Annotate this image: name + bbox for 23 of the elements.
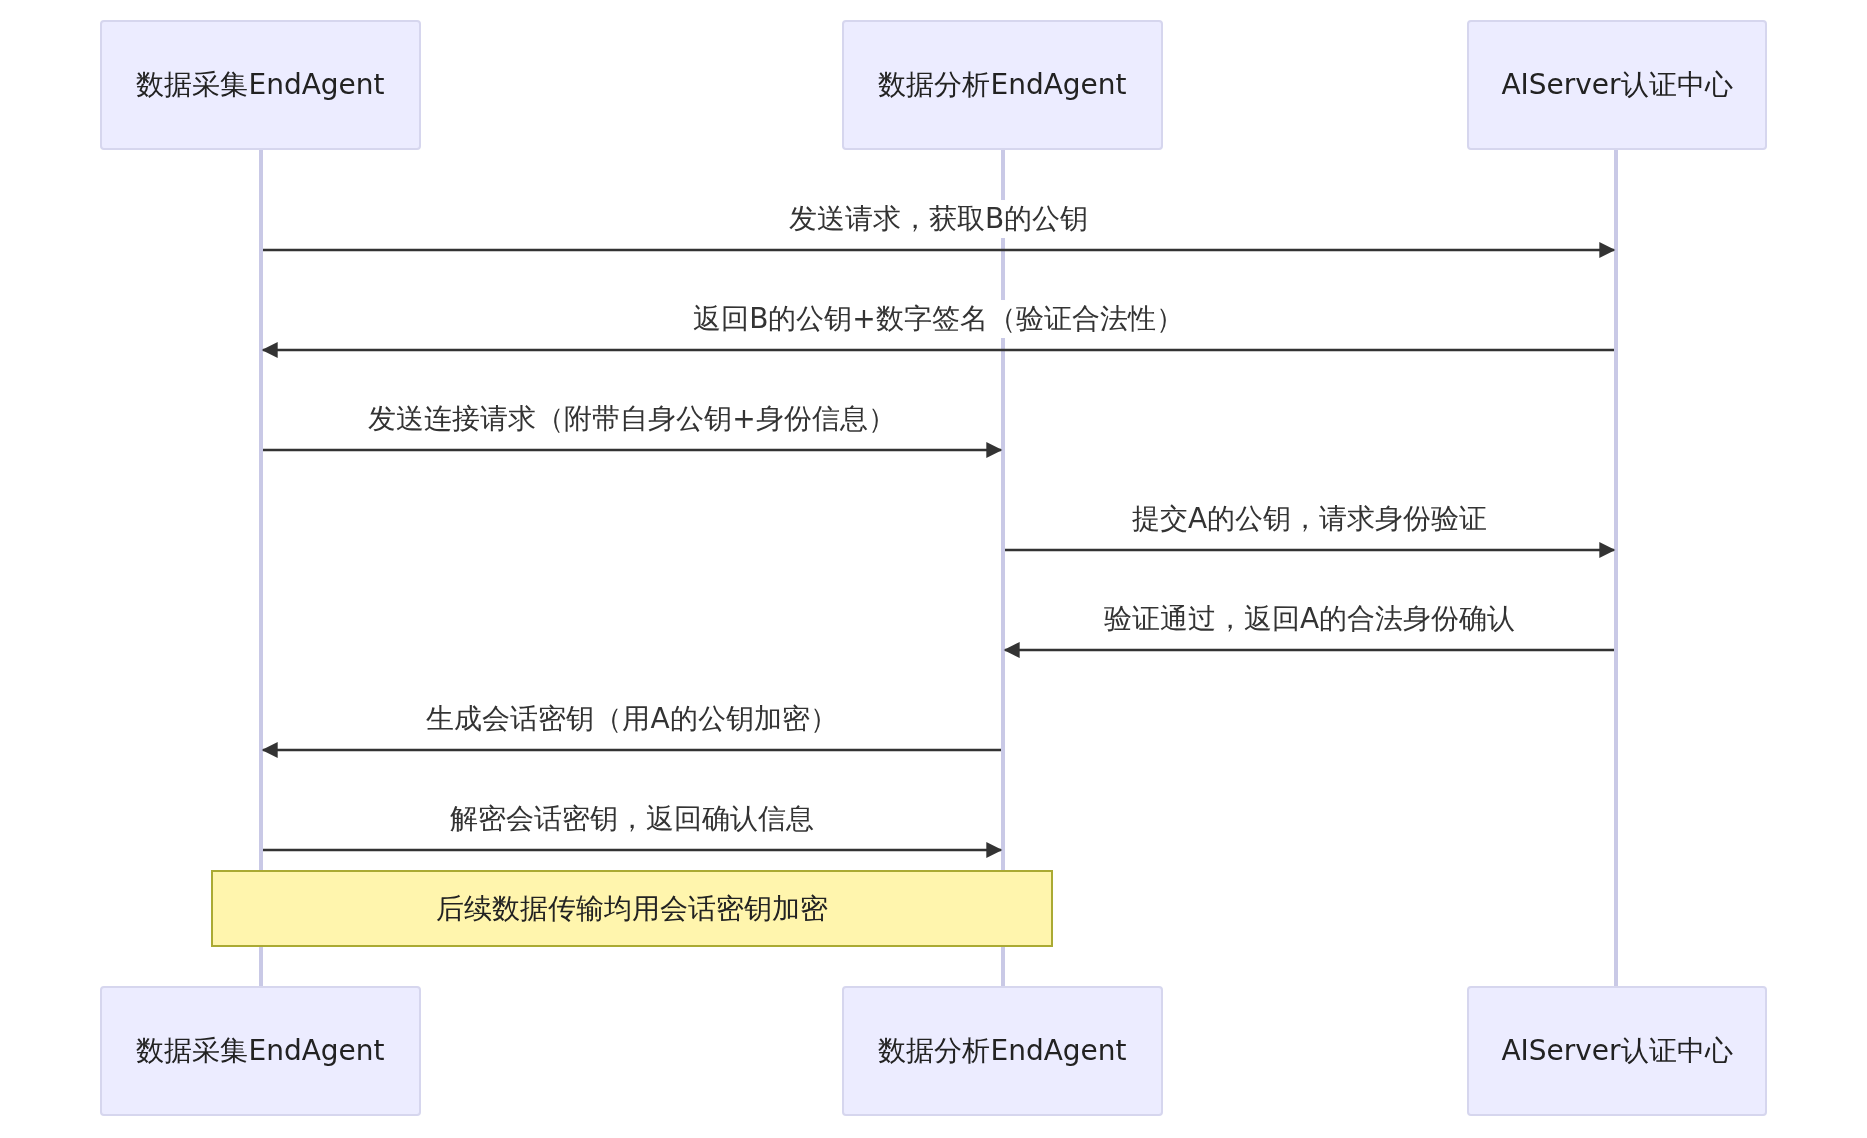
message-arrow <box>263 242 1616 258</box>
message-arrow <box>1005 542 1616 558</box>
actor-name: 数据采集EndAgent <box>136 67 385 103</box>
actor-box <box>1467 20 1767 150</box>
lifeline <box>259 150 263 986</box>
note-text: 后续数据传输均用会话密钥加密 <box>436 890 828 927</box>
message-arrow <box>261 742 1001 758</box>
message-arrow <box>1003 642 1614 658</box>
actor-box <box>842 20 1163 150</box>
actor-name: 数据分析EndAgent <box>878 1033 1127 1069</box>
actor-name: 数据分析EndAgent <box>878 67 1127 103</box>
actor-name: AIServer认证中心 <box>1501 67 1733 103</box>
message-arrow <box>263 842 1003 858</box>
message-arrow <box>261 342 1614 358</box>
actor-name: AIServer认证中心 <box>1501 1033 1733 1069</box>
actor-box <box>1467 986 1767 1116</box>
actor-box <box>100 986 421 1116</box>
actor-box <box>842 986 1163 1116</box>
actor-box <box>100 20 421 150</box>
lifeline <box>1614 150 1618 986</box>
actor-name: 数据采集EndAgent <box>136 1033 385 1069</box>
message-arrow <box>263 442 1003 458</box>
note-box <box>211 870 1053 947</box>
